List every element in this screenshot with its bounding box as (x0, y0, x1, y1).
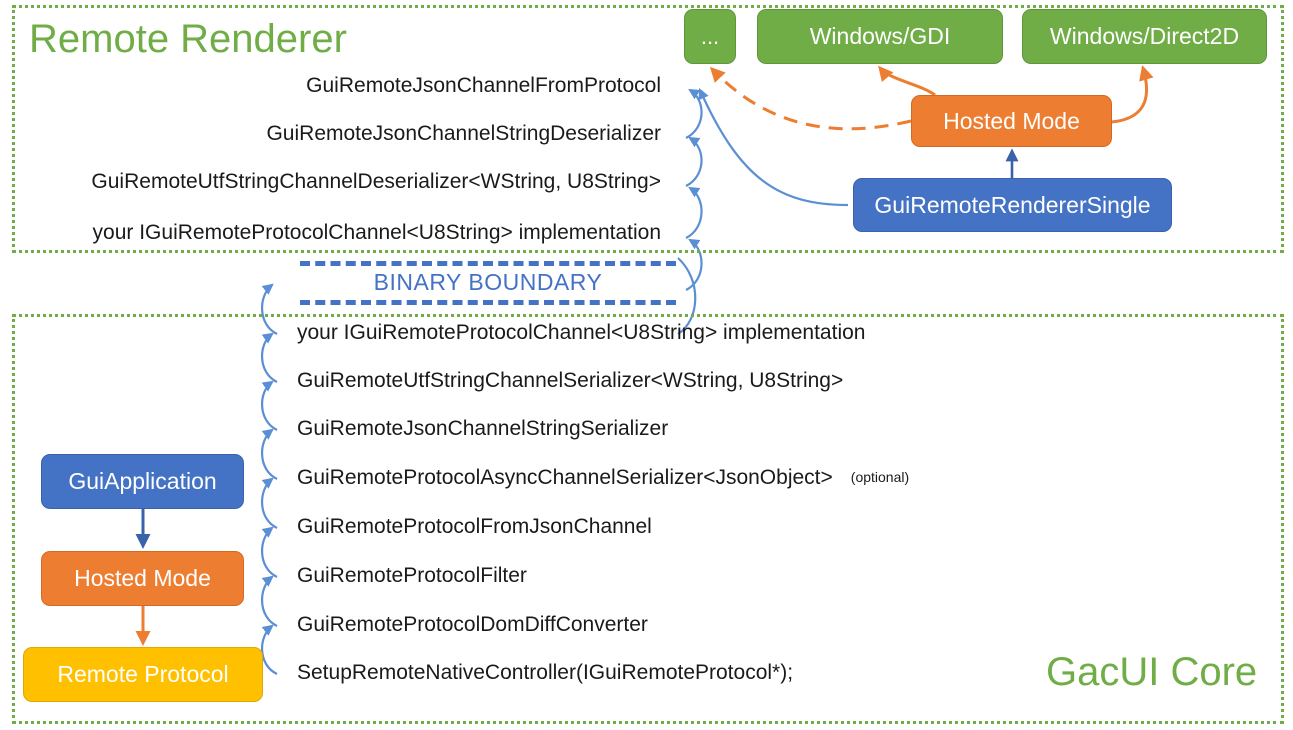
node-hosted-mode-gacui-core[interactable]: Hosted Mode (41, 551, 244, 606)
gc-stack-item-1: GuiRemoteUtfStringChannelSerializer<WStr… (297, 369, 843, 393)
remote-renderer-panel (12, 5, 1284, 253)
node-hosted-mode-remote-renderer[interactable]: Hosted Mode (911, 95, 1112, 147)
node-ellipsis[interactable]: ... (684, 9, 736, 64)
gc-stack-item-2: GuiRemoteJsonChannelStringSerializer (297, 417, 668, 441)
node-gui-remote-renderer-single[interactable]: GuiRemoteRendererSingle (853, 178, 1172, 232)
gc-stack-item-7: SetupRemoteNativeController(IGuiRemotePr… (297, 661, 793, 685)
node-windows-direct2d[interactable]: Windows/Direct2D (1022, 9, 1267, 64)
node-guiapplication[interactable]: GuiApplication (41, 454, 244, 509)
gc-stack-item-3-label: GuiRemoteProtocolAsyncChannelSerializer<… (297, 466, 833, 489)
gc-stack-item-3-note: (optional) (850, 469, 910, 485)
binary-boundary-rule-top (300, 261, 676, 266)
rr-stack-item-3: your IGuiRemoteProtocolChannel<U8String>… (92, 221, 661, 244)
binary-boundary-rule-bottom (300, 300, 676, 305)
rr-stack-item-1: GuiRemoteJsonChannelStringDeserializer (266, 122, 661, 145)
gc-stack-item-7-label: SetupRemoteNativeController(IGuiRemotePr… (297, 661, 794, 684)
gc-stack-item-5: GuiRemoteProtocolFilter (297, 564, 527, 588)
gc-stack-item-2-label: GuiRemoteJsonChannelStringSerializer (297, 417, 669, 440)
node-windows-gdi[interactable]: Windows/GDI (757, 9, 1003, 64)
rr-stack-item-2: GuiRemoteUtfStringChannelDeserializer<WS… (91, 170, 661, 193)
gc-stack-item-3: GuiRemoteProtocolAsyncChannelSerializer<… (297, 466, 909, 490)
node-remote-protocol[interactable]: Remote Protocol (23, 647, 263, 702)
binary-boundary: BINARY BOUNDARY (300, 259, 676, 305)
gc-stack-item-0: your IGuiRemoteProtocolChannel<U8String>… (297, 321, 865, 345)
gc-stack-item-4: GuiRemoteProtocolFromJsonChannel (297, 515, 652, 539)
remote-renderer-title: Remote Renderer (29, 17, 347, 61)
gc-stack-item-6: GuiRemoteProtocolDomDiffConverter (297, 613, 648, 637)
gacui-core-title: GacUI Core (1046, 650, 1258, 694)
gc-stack-item-4-label: GuiRemoteProtocolFromJsonChannel (297, 515, 652, 538)
binary-boundary-label: BINARY BOUNDARY (373, 269, 603, 295)
gacui-core-panel (12, 314, 1284, 724)
gc-stack-item-0-label: your IGuiRemoteProtocolChannel<U8String>… (297, 321, 866, 344)
gc-stack-item-1-label: GuiRemoteUtfStringChannelSerializer<WStr… (297, 369, 844, 392)
gc-stack-item-6-label: GuiRemoteProtocolDomDiffConverter (297, 613, 648, 636)
gc-stack-item-5-label: GuiRemoteProtocolFilter (297, 564, 527, 587)
rr-stack-item-0: GuiRemoteJsonChannelFromProtocol (306, 74, 661, 97)
